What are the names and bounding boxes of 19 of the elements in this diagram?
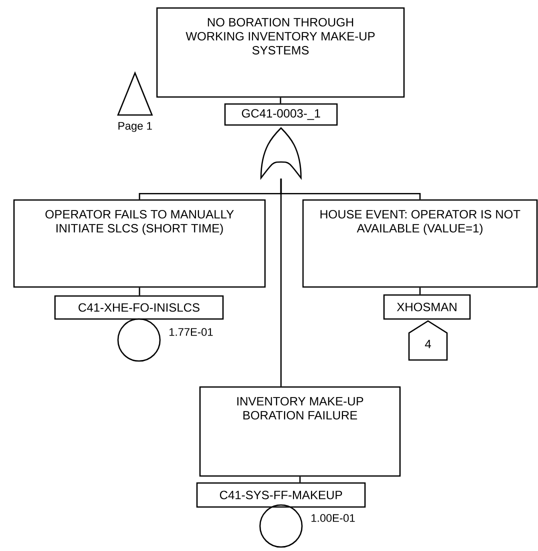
connector-line bbox=[419, 288, 421, 294]
probability-label: 1.77E-01 bbox=[169, 328, 213, 336]
connector-line bbox=[280, 98, 282, 104]
basic-event-circle bbox=[117, 318, 161, 362]
connector-line bbox=[138, 288, 140, 296]
event-box: HOUSE EVENT: OPERATOR IS NOT AVAILABLE (VALUE=1) bbox=[302, 199, 538, 288]
or-gate bbox=[260, 127, 302, 179]
page-reference: Page 1 bbox=[118, 122, 152, 132]
event-box: OPERATOR FAILS TO MANUALLY INITIATE SLCS (SHORT TIME) bbox=[13, 199, 266, 288]
connector-line bbox=[299, 476, 301, 482]
connector-line bbox=[280, 178, 282, 386]
event-id-box: C41-XHE-FO-INISLCS bbox=[54, 295, 224, 320]
event-id-box: XHOSMAN bbox=[383, 294, 471, 320]
event-id-box: C41-SYS-FF-MAKEUP bbox=[196, 482, 366, 508]
probability-label: 1.00E-01 bbox=[311, 514, 355, 522]
basic-event-circle bbox=[259, 504, 303, 548]
event-box: NO BORATION THROUGH WORKING INVENTORY MAKE-UP SYSTEMS bbox=[156, 7, 405, 98]
event-id-box: GC41-0003-_1 bbox=[224, 103, 338, 126]
event-box: INVENTORY MAKE-UP BORATION FAILURE bbox=[199, 386, 401, 477]
